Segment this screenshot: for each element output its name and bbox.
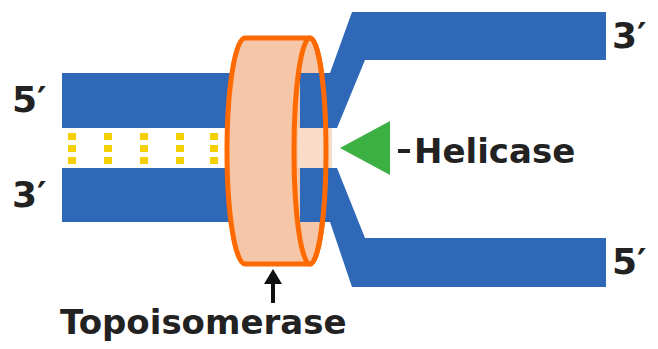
- strand-end-label: 5′: [612, 244, 647, 280]
- ring-rim: [294, 38, 326, 264]
- dna-strand: [300, 168, 606, 287]
- arrow-head: [264, 269, 282, 284]
- helicase-symbol: [340, 121, 390, 175]
- base-pair-dots: [68, 133, 218, 164]
- leader-line: [398, 149, 410, 153]
- strand-end-label: 5′: [12, 82, 47, 118]
- label-holder: 3′: [612, 18, 647, 54]
- part-label: Helicase: [414, 134, 575, 168]
- strand-end-label: 3′: [12, 177, 47, 213]
- leader-arrow: [271, 282, 275, 303]
- label-holder: 5′: [612, 244, 647, 280]
- dna-strand: [300, 12, 606, 128]
- part-label: Topoisomerase: [60, 305, 346, 339]
- strand-end-label: 3′: [612, 18, 647, 54]
- label-holder: 3′: [12, 177, 47, 213]
- label-holder: Helicase: [414, 134, 575, 168]
- label-holder: Topoisomerase: [60, 305, 346, 339]
- label-holder: 5′: [12, 82, 47, 118]
